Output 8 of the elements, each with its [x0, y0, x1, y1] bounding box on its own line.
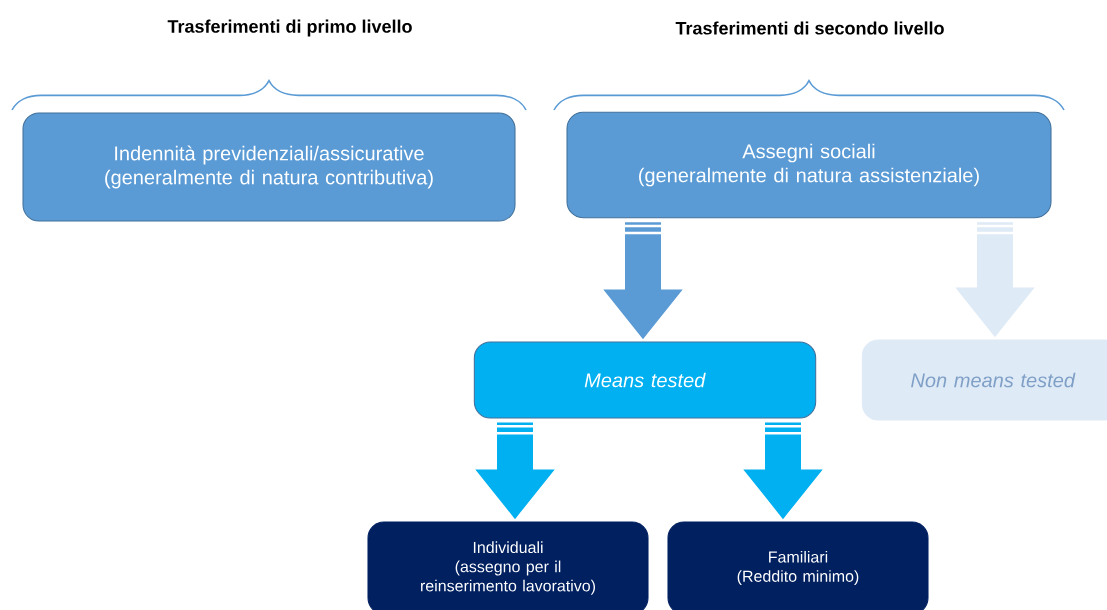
category-box: Familiari (Reddito minimo) [667, 521, 929, 610]
section-title: Trasferimenti di secondo livello [675, 21, 944, 35]
category-box: Assegni sociali (generalmente di natura assistenziale) [566, 111, 1052, 219]
category-box: Individuali (assegno per il reinserimento lavorativo) [367, 521, 649, 610]
category-box: Non means tested [861, 339, 1107, 421]
section-title: Trasferimenti di primo livello [167, 19, 412, 37]
category-box: Means tested [473, 341, 817, 419]
category-box: Indennità previdenziali/assicurative (generalmente di natura contributiva) [22, 112, 516, 222]
